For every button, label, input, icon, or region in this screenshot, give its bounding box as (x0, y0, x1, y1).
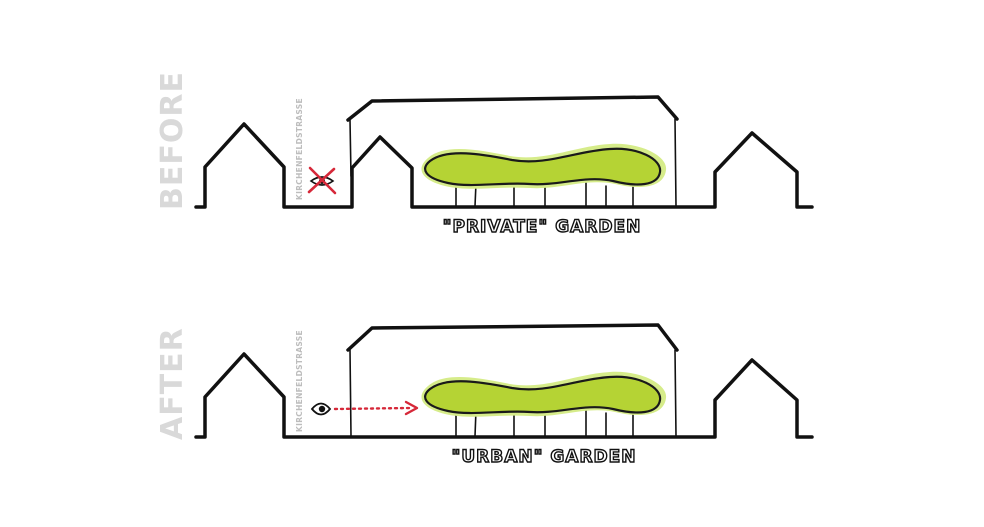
after-hall-left-wall (349, 349, 352, 437)
before-state-label: BEFORE (155, 71, 190, 210)
after-hall-right-wall (674, 349, 677, 437)
eye-icon (310, 402, 332, 416)
before-section: BEFORE KIRCHENFELDSTRASSE "PRIVAT (155, 71, 814, 238)
after-street-profile (194, 352, 814, 439)
before-canopy (424, 147, 662, 187)
sight-arrow (333, 400, 419, 416)
before-street-label: KIRCHENFELDSTRASSE (295, 98, 304, 200)
after-canopy (424, 375, 662, 415)
after-section: AFTER KIRCHENFELDSTRASSE (155, 323, 814, 468)
after-garden-label: "URBAN" GARDEN (451, 447, 636, 467)
before-garden-label: "PRIVATE" GARDEN (443, 217, 642, 237)
blocked-eye-icon (307, 166, 337, 195)
after-street-label: KIRCHENFELDSTRASSE (295, 330, 304, 432)
after-hall-outline (346, 323, 679, 352)
before-hall-right-wall (674, 118, 677, 207)
before-hall-left-wall (349, 119, 352, 177)
before-hall-outline (346, 95, 679, 122)
after-state-label: AFTER (155, 327, 190, 440)
before-street-profile (194, 122, 814, 209)
